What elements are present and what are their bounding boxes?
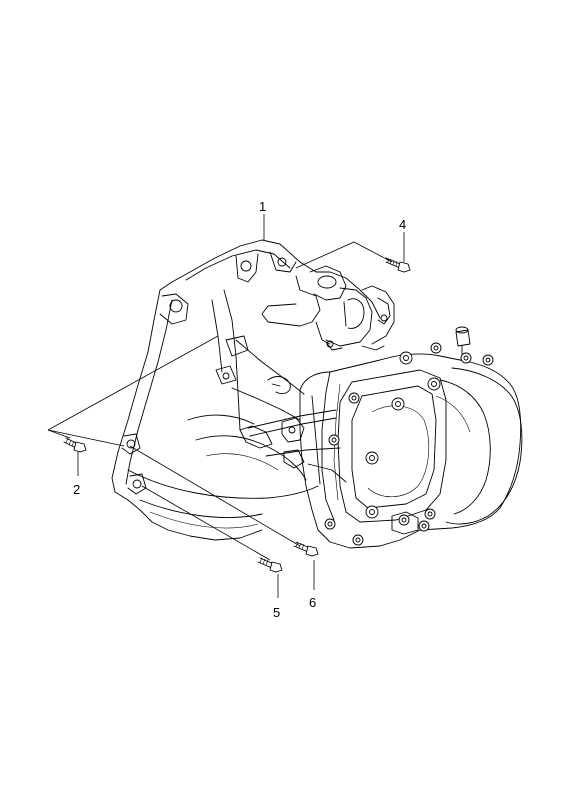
callout-5: 5	[273, 605, 280, 620]
gear-housing	[247, 326, 523, 549]
bolt-part-6	[293, 541, 319, 557]
bolt-part-5	[257, 557, 283, 573]
callout-1: 1	[259, 199, 266, 214]
leader-lines	[47, 214, 405, 598]
bolt-part-4	[385, 257, 411, 273]
transmission-housing	[111, 239, 381, 541]
callout-6: 6	[309, 595, 316, 610]
callout-2: 2	[73, 482, 80, 497]
flange-bolts	[324, 342, 494, 546]
bolt-part-2	[63, 437, 87, 453]
shift-tower	[261, 265, 395, 351]
callout-4: 4	[399, 217, 406, 232]
